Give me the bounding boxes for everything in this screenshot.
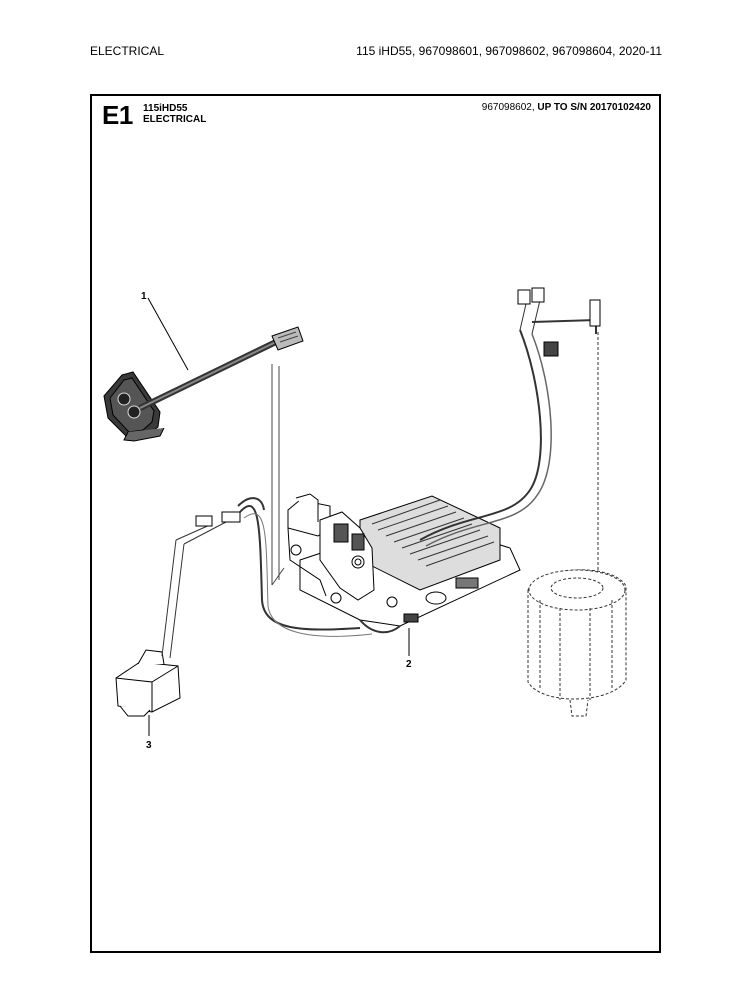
part-3-micro-switch: [115, 511, 241, 717]
serial-range: 967098602, UP TO S/N 20170102420: [482, 102, 651, 114]
serial-range-bold: UP TO S/N 20170102420: [537, 102, 651, 113]
callout-1: 1: [141, 291, 147, 302]
header-section-title: ELECTRICAL: [90, 44, 165, 58]
part-2-controller-board: [287, 493, 521, 634]
diagram-frame: E1 115iHD55 ELECTRICAL 967098602, UP TO …: [90, 94, 661, 953]
header-model-info: 115 iHD55, 967098601, 967098602, 9670986…: [356, 44, 662, 58]
diagram-name: ELECTRICAL: [143, 114, 207, 125]
motor-reference-dashed: [527, 332, 627, 717]
callout-2: 2: [406, 659, 412, 670]
serial-range-prefix: 967098602,: [481, 102, 538, 113]
diagram-code: E1: [102, 100, 133, 130]
callout-3: 3: [146, 740, 152, 751]
diagram-model: 115iHD55: [143, 103, 188, 114]
part-1-cable-switch-panel: [103, 326, 304, 442]
page-header: ELECTRICAL 115 iHD55, 967098601, 9670986…: [90, 44, 662, 60]
